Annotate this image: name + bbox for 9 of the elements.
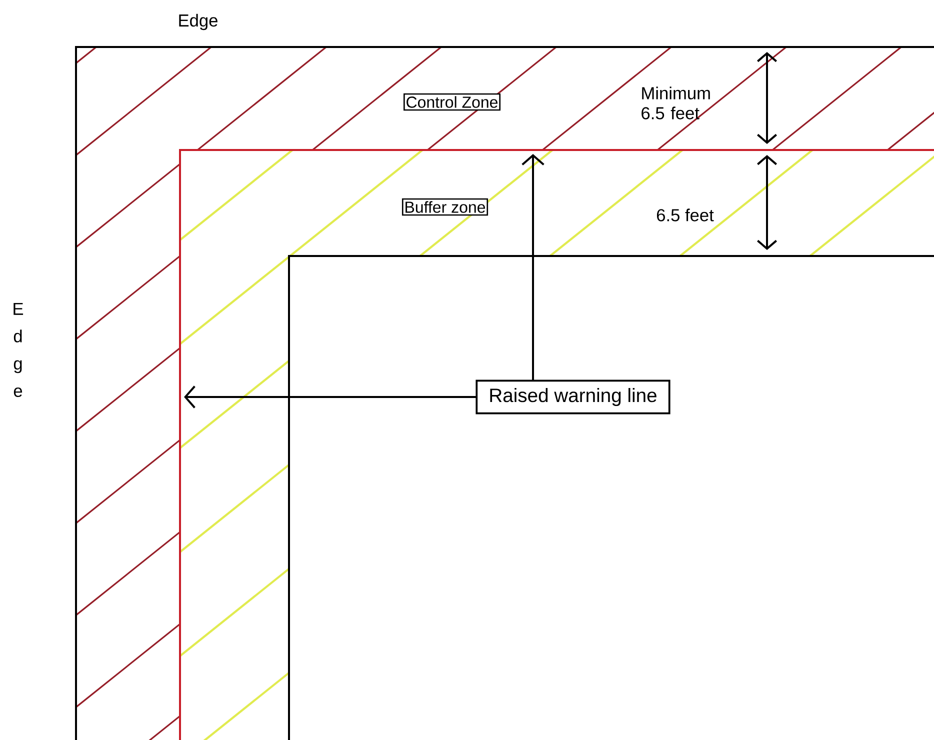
label-box: Raised warning line [476, 380, 670, 414]
dimension-label: Minimum 6.5 feet [642, 86, 710, 120]
label-box: Control Zone [404, 93, 501, 111]
boundary-label: Edge [14, 302, 24, 398]
arrow [184, 386, 477, 408]
arrow [522, 154, 544, 381]
label-box: Buffer zone [402, 198, 488, 216]
dimension-label: 6.5 feet [656, 208, 714, 222]
boundary-label: Edge [179, 14, 218, 30]
